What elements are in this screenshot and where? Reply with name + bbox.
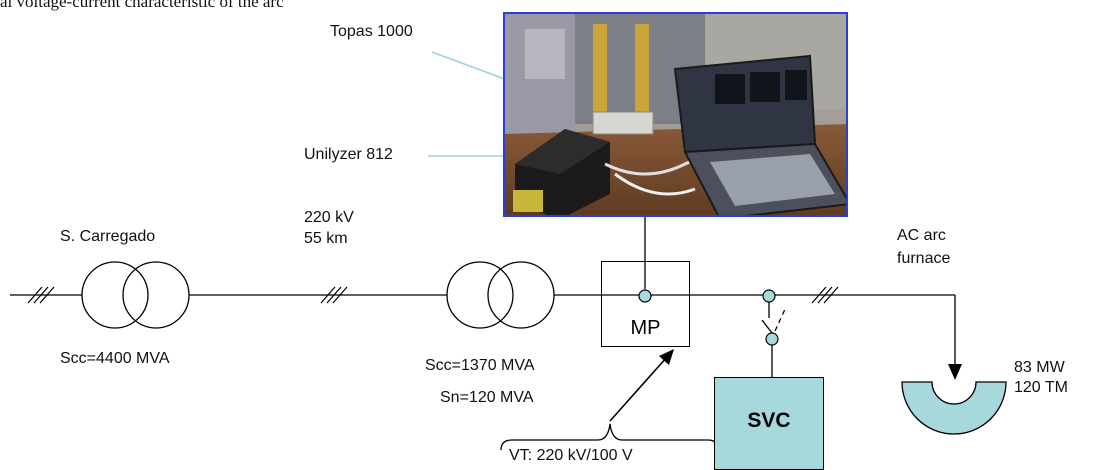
transformer-2-secondary-coil bbox=[487, 261, 555, 329]
furnace-arrow bbox=[948, 364, 962, 380]
vt-label: VT: 220 kV/100 V bbox=[509, 447, 633, 464]
transformer-sn: Sn=120 MVA bbox=[440, 389, 534, 406]
source-scc: Scc=4400 MVA bbox=[60, 350, 170, 367]
furnace-capacity: 120 TM bbox=[1014, 379, 1068, 396]
vt-brace bbox=[500, 423, 719, 451]
transformer-1-secondary-coil bbox=[122, 261, 190, 329]
vt-arrow-line bbox=[609, 356, 668, 422]
topas-label: Topas 1000 bbox=[330, 23, 413, 40]
svc-switch-node bbox=[765, 332, 779, 346]
svc-box: SVC bbox=[714, 377, 824, 470]
three-phase-marker-left bbox=[27, 286, 55, 304]
transformer-2-primary-coil bbox=[446, 261, 514, 329]
line-length: 55 km bbox=[304, 230, 348, 247]
furnace-title-line1: AC arc bbox=[897, 227, 946, 244]
svc-label: SVC bbox=[747, 409, 791, 432]
photo-illustration bbox=[505, 14, 846, 215]
source-name: S. Carregado bbox=[60, 228, 156, 245]
line-voltage: 220 kV bbox=[304, 209, 354, 226]
svc-switch-blade bbox=[761, 319, 773, 334]
measurement-point-box: MP bbox=[601, 261, 690, 347]
measurement-point-label: MP bbox=[630, 317, 661, 339]
vt-arrow-head bbox=[659, 349, 674, 365]
furnace-title-line2: furnace bbox=[897, 250, 951, 267]
svc-switch-dashed bbox=[774, 306, 787, 332]
three-phase-marker-line bbox=[320, 286, 348, 304]
instrument-photo bbox=[503, 12, 848, 217]
arc-furnace-icon bbox=[901, 381, 1007, 435]
transformer-1-primary-coil bbox=[81, 261, 149, 329]
unilyzer-label: Unilyzer 812 bbox=[304, 146, 393, 163]
svc-bus-node bbox=[762, 289, 776, 303]
header-text: al voltage-current characteristic of the… bbox=[0, 0, 284, 11]
three-phase-marker-load bbox=[811, 286, 839, 304]
transformer-scc: Scc=1370 MVA bbox=[425, 357, 535, 374]
measurement-node bbox=[638, 289, 652, 303]
furnace-power: 83 MW bbox=[1014, 359, 1065, 376]
